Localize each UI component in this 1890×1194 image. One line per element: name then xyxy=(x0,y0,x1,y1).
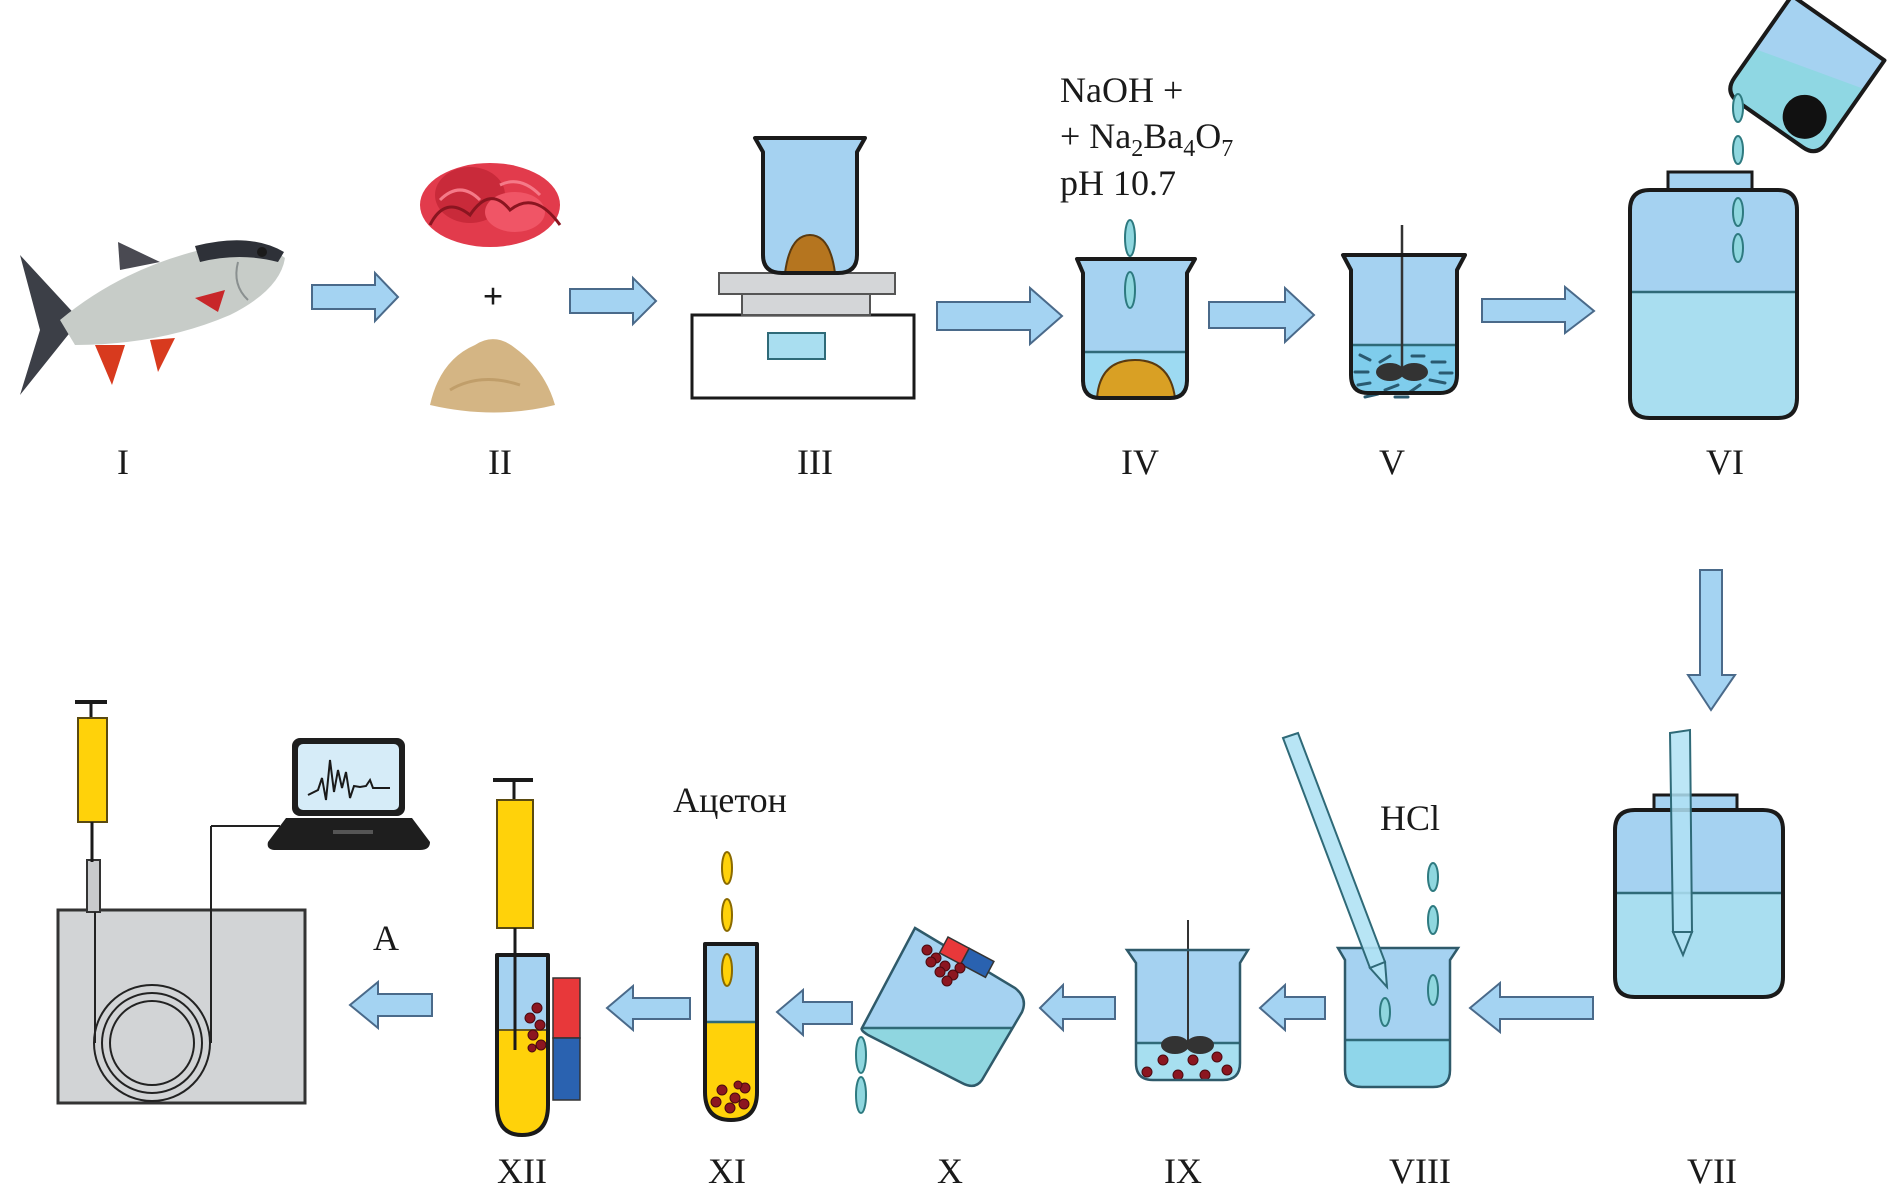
step-vi-dilution: VI xyxy=(1628,0,1887,482)
step-xii-sampling: XII xyxy=(493,778,581,1191)
reagent-naoh: NaOH + xyxy=(1060,70,1183,110)
syringe-icon xyxy=(75,700,108,862)
drop-icon xyxy=(855,1076,867,1114)
step-xi-desorption: Ацетон XI xyxy=(673,780,787,1191)
step-label-xii: XII xyxy=(497,1151,547,1191)
test-tube-icon xyxy=(703,942,759,1122)
drop-icon xyxy=(1732,93,1744,123)
step-label-ii: II xyxy=(488,442,512,482)
arrow-iv-to-v xyxy=(1208,285,1316,345)
tilted-beaker-icon xyxy=(860,926,1026,1088)
reagent-ph-value: pH 10.7 xyxy=(1060,163,1176,203)
step-label-iii: III xyxy=(797,442,833,482)
step-vii-ph-measurement: VII xyxy=(1613,728,1785,1191)
step-label-a: A xyxy=(373,918,399,958)
step-ix-magnetic-sorption: IX xyxy=(1124,920,1251,1191)
step-ii-ingredients: + II xyxy=(420,163,562,482)
step-label-xi: XI xyxy=(708,1151,746,1191)
arrow-i-to-ii xyxy=(311,270,400,324)
magnetic-particles xyxy=(1141,1051,1233,1081)
magnet-icon xyxy=(938,935,995,979)
step-v-stirring: V xyxy=(1341,225,1467,482)
magnetic-particles xyxy=(710,1080,751,1114)
sand-powder-icon xyxy=(430,339,555,413)
fish-icon xyxy=(20,240,285,395)
arrow-xi-to-xii xyxy=(605,983,691,1033)
arrow-ix-to-x xyxy=(1038,982,1116,1033)
chromatogram-trace xyxy=(307,759,390,801)
beaker-icon xyxy=(753,136,867,275)
plus-operator: + xyxy=(483,276,504,316)
arrow-ii-to-iii xyxy=(569,275,658,327)
hot-plate-icon xyxy=(690,272,916,400)
drop-icon xyxy=(1427,862,1439,892)
arrow-v-to-vi xyxy=(1481,284,1596,336)
jar-icon xyxy=(1613,793,1785,999)
pouring-beaker-icon xyxy=(1728,0,1887,154)
arrow-iii-to-iv xyxy=(936,285,1064,347)
magnetic-particles xyxy=(921,944,966,987)
drop-icon xyxy=(1732,135,1744,165)
step-viii-acidification: HCl VIII xyxy=(1281,731,1461,1191)
reagent-acetone: Ацетон xyxy=(673,780,787,820)
beaker-with-stirrer-icon xyxy=(1124,920,1251,1082)
step-label-vii: VII xyxy=(1687,1151,1737,1191)
arrow-vii-to-viii xyxy=(1468,980,1594,1035)
arrow-viii-to-ix xyxy=(1258,982,1326,1033)
step-iii-hot-plate: III xyxy=(690,136,916,482)
drop-icon xyxy=(1427,905,1439,935)
jar-icon xyxy=(1628,170,1799,420)
step-x-decantation: X xyxy=(855,926,1026,1191)
reagent-sodium-tetraborate: + Na2Ba4O7 xyxy=(1060,116,1233,162)
beaker-with-stirrer-icon xyxy=(1341,225,1467,399)
step-label-iv: IV xyxy=(1121,442,1159,482)
ph-electrode-icon xyxy=(1668,728,1694,958)
reagent-hcl: HCl xyxy=(1380,798,1440,838)
drop-icon xyxy=(1124,219,1136,257)
beaker-icon xyxy=(1335,946,1461,1089)
step-label-v: V xyxy=(1379,442,1405,482)
drop-icon xyxy=(855,1036,867,1074)
ph-electrode-icon xyxy=(1281,731,1389,990)
test-tube-icon xyxy=(495,953,550,1137)
arrow-vi-to-vii xyxy=(1686,569,1737,712)
arrow-x-to-xi xyxy=(775,987,853,1038)
step-label-x: X xyxy=(937,1151,963,1191)
chromatograph-icon xyxy=(56,825,307,1105)
step-label-viii: VIII xyxy=(1389,1151,1451,1191)
beaker-icon xyxy=(1075,257,1197,400)
magnet-icon xyxy=(552,977,581,1101)
column-coil-icon xyxy=(93,826,212,1102)
step-iv-alkaline-treatment: NaOH + + Na2Ba4O7 pH 10.7 IV xyxy=(1060,70,1233,482)
red-seaweed-icon xyxy=(420,163,562,247)
laptop-icon xyxy=(267,738,430,850)
step-a-chromatographic-analysis xyxy=(56,700,430,1105)
drop-icon xyxy=(721,851,733,885)
drop-icon xyxy=(721,898,733,932)
arrow-xii-to-a xyxy=(348,979,433,1031)
magnetic-particles xyxy=(524,1002,547,1053)
step-label-ix: IX xyxy=(1164,1151,1202,1191)
step-i-fish: I xyxy=(20,240,285,482)
step-label-vi: VI xyxy=(1706,442,1744,482)
step-label-i: I xyxy=(117,442,129,482)
